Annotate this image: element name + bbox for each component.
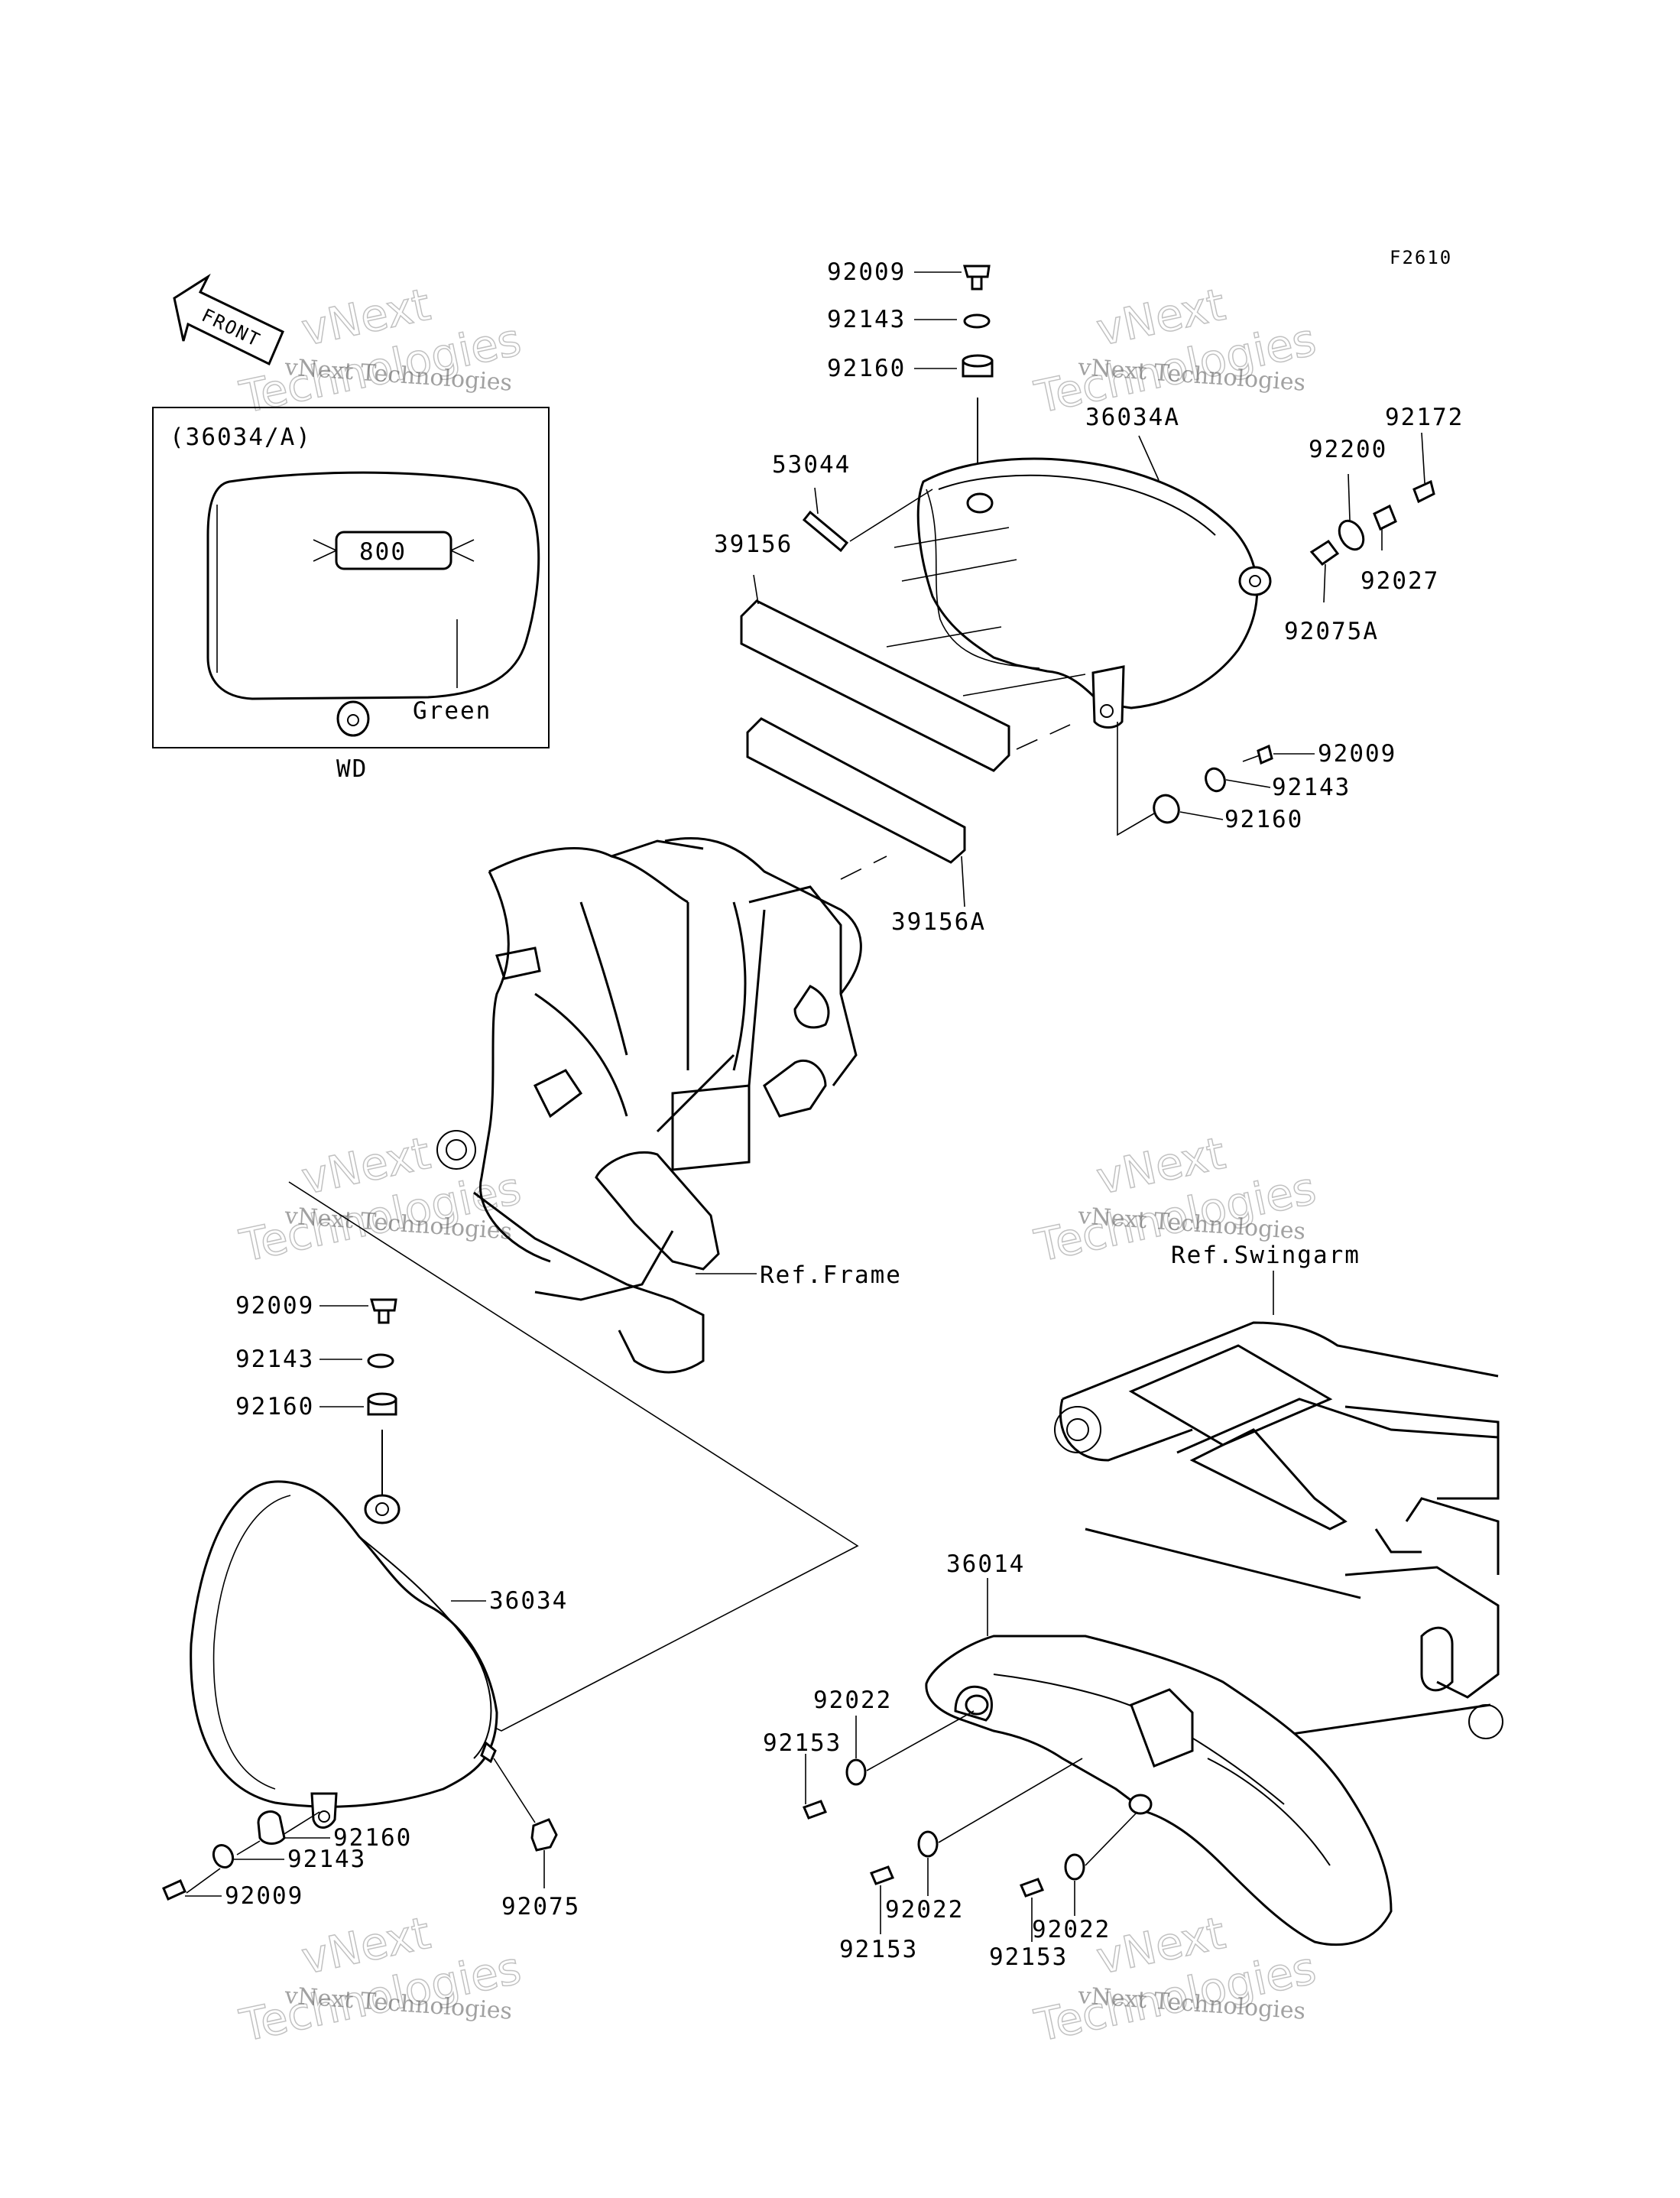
washer-92143-top-icon	[963, 313, 991, 329]
bolt-92009-right-icon	[1257, 744, 1273, 765]
clip-92075-icon	[530, 1818, 558, 1852]
screw-92153-c-icon	[1019, 1878, 1045, 1898]
pad-39156A	[746, 717, 966, 864]
label-ref-swingarm: Ref.Swingarm	[1171, 1242, 1361, 1269]
watermark-top-right: vNext Technologies vNext Technologies	[1030, 278, 1321, 424]
label-92160-right: 92160	[1224, 806, 1303, 833]
label-39156A: 39156A	[891, 908, 986, 936]
nut-92075A-icon	[1309, 539, 1340, 567]
label-92160-top: 92160	[827, 355, 906, 382]
pad-39156	[740, 599, 1010, 772]
label-36034: 36034	[489, 1587, 568, 1615]
bottom-left-fasteners	[162, 1758, 558, 1901]
grommet-92160-bottom-icon	[257, 1810, 286, 1845]
label-92009-left: 92009	[235, 1292, 314, 1320]
watermark-bottom-left: vNext Technologies vNext Technologies	[235, 1906, 526, 2052]
label-92143-right: 92143	[1272, 774, 1351, 801]
label-92160-bottom: 92160	[333, 1824, 412, 1852]
bolt-92009-bottom-icon	[162, 1879, 186, 1901]
inset-side-cover	[206, 471, 540, 700]
side-cover-36034	[190, 1480, 498, 1829]
inset-color-variant: (36034/A) 800 Green	[152, 407, 550, 748]
bolt-92009-top-icon	[963, 265, 991, 278]
label-36014: 36014	[946, 1550, 1025, 1578]
screw-92153-b-icon	[869, 1865, 895, 1885]
label-53044: 53044	[772, 451, 851, 479]
side-cover-36034A	[886, 435, 1272, 729]
inset-mount-tab	[336, 700, 370, 737]
right-hardware	[1309, 432, 1435, 603]
washer-92022-b-icon	[917, 1830, 939, 1858]
bolt-92009-left-icon	[370, 1298, 397, 1312]
label-92160-left: 92160	[235, 1393, 314, 1420]
label-92143-bottom: 92143	[287, 1846, 366, 1873]
left-fastener-stack	[319, 1298, 397, 1498]
bolt-92172-icon	[1412, 479, 1435, 504]
washer-92022-a-icon	[845, 1758, 867, 1786]
label-92172: 92172	[1385, 404, 1464, 431]
washer-92143-left-icon	[367, 1353, 394, 1368]
label-92153-c: 92153	[989, 1943, 1068, 1971]
washer-92143-bottom-icon	[212, 1843, 235, 1869]
figure-code: F2610	[1390, 247, 1452, 268]
inset-caption: WD	[336, 755, 368, 783]
washer-92022-c-icon	[1064, 1853, 1085, 1881]
inset-title: (36034/A)	[170, 424, 312, 451]
label-92153-b: 92153	[839, 1936, 918, 1963]
label-92009-right: 92009	[1318, 740, 1396, 768]
chain-guard-36014	[925, 1578, 1393, 1946]
inset-color-label: Green	[413, 697, 491, 725]
washer-92200-icon	[1338, 519, 1365, 551]
label-92153-a: 92153	[763, 1729, 842, 1757]
right-lower-fasteners	[1117, 722, 1315, 836]
label-92075A: 92075A	[1284, 618, 1379, 645]
chain-guard-fasteners	[802, 1710, 1138, 1942]
screw-92153-a-icon	[802, 1800, 828, 1820]
label-92143-top: 92143	[827, 306, 906, 333]
pin-53044	[802, 487, 933, 553]
watermark-top-left: vNext Technologies vNext Technologies	[235, 278, 526, 424]
label-92009-bottom: 92009	[225, 1882, 303, 1910]
label-92143-left: 92143	[235, 1346, 314, 1373]
label-92022-b: 92022	[885, 1896, 964, 1924]
label-92200: 92200	[1309, 436, 1387, 463]
front-arrow-icon: FRONT	[173, 273, 284, 366]
inset-emblem-text: 800	[359, 538, 407, 566]
top-fastener-stack	[914, 265, 994, 489]
label-ref-frame: Ref.Frame	[760, 1261, 902, 1289]
label-39156: 39156	[714, 531, 793, 558]
grommet-92160-right-icon	[1153, 794, 1180, 824]
washer-92143-right-icon	[1205, 767, 1226, 793]
label-92075: 92075	[501, 1893, 580, 1920]
label-92009-top: 92009	[827, 258, 906, 286]
frame-reference	[436, 836, 862, 1374]
label-92022-c: 92022	[1032, 1916, 1111, 1943]
pads-39156	[740, 574, 1071, 907]
label-92022-a: 92022	[813, 1687, 892, 1714]
label-36034A: 36034A	[1085, 404, 1180, 431]
label-92027: 92027	[1361, 567, 1439, 595]
collar-92027-icon	[1373, 504, 1397, 531]
